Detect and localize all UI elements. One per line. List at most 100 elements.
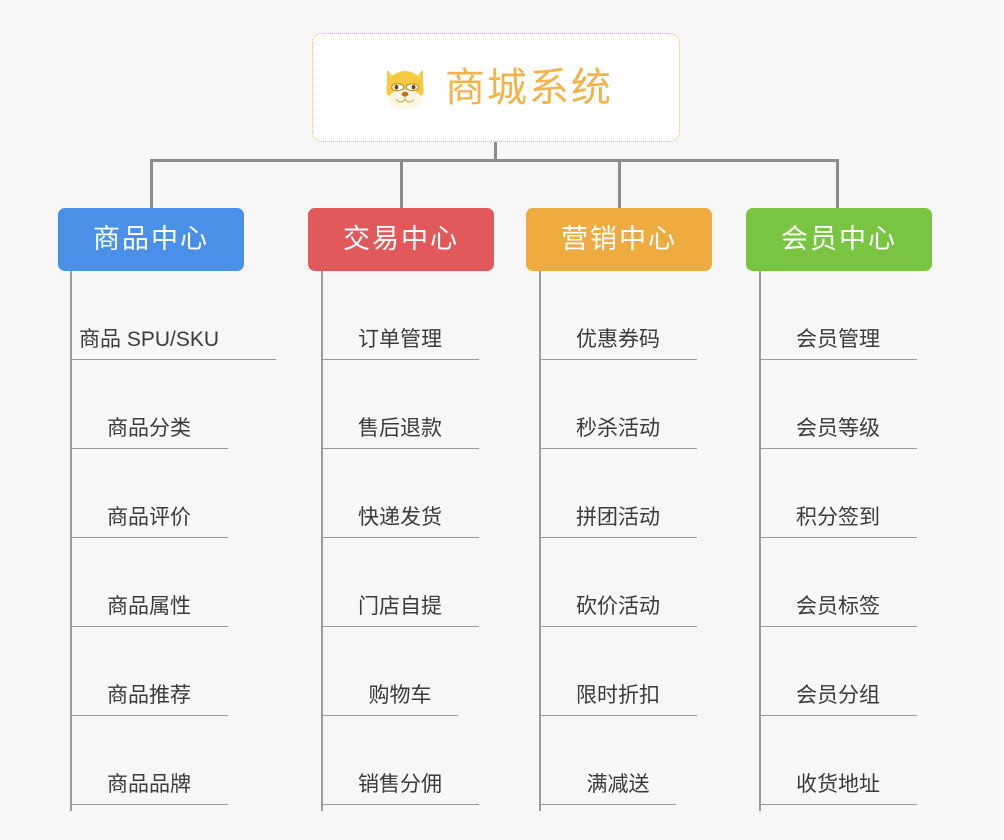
leaf-item[interactable]: 商品评价 (70, 449, 228, 538)
leaf-underline (539, 714, 697, 716)
leaf-underline (759, 447, 917, 449)
leaf-underline (539, 803, 676, 805)
category-label-2: 交易中心 (343, 224, 459, 254)
leaf-label: 会员标签 (796, 595, 880, 618)
leaf-item[interactable]: 购物车 (321, 627, 479, 716)
category-label-4: 会员中心 (781, 224, 897, 254)
category-header-2[interactable]: 交易中心 (308, 208, 494, 271)
leaf-item[interactable]: 收货地址 (759, 716, 917, 805)
leaf-item[interactable]: 砍价活动 (539, 538, 697, 627)
connector-branch-4 (836, 159, 839, 209)
leaf-list-3: 优惠券码 秒杀活动 拼团活动 砍价活动 限时折扣 满减送 (539, 271, 697, 805)
leaf-item[interactable]: 会员管理 (759, 271, 917, 360)
leaf-item[interactable]: 满减送 (539, 716, 697, 805)
connector-branch-3 (618, 159, 621, 209)
leaf-underline (759, 358, 917, 360)
leaf-underline (321, 803, 479, 805)
leaf-underline (539, 447, 697, 449)
leaf-label: 商品分类 (107, 417, 191, 440)
leaf-label: 快递发货 (358, 506, 442, 529)
branch-spine-2 (321, 271, 323, 811)
leaf-item[interactable]: 快递发货 (321, 449, 479, 538)
category-header-4[interactable]: 会员中心 (746, 208, 932, 271)
category-header-1[interactable]: 商品中心 (58, 208, 244, 271)
leaf-item[interactable]: 售后退款 (321, 360, 479, 449)
leaf-label: 积分签到 (796, 506, 880, 529)
leaf-underline (70, 714, 228, 716)
leaf-item[interactable]: 商品属性 (70, 538, 228, 627)
leaf-underline (759, 803, 917, 805)
leaf-underline (539, 536, 697, 538)
leaf-label: 拼团活动 (576, 506, 660, 529)
leaf-item[interactable]: 商品品牌 (70, 716, 228, 805)
leaf-label: 会员等级 (796, 417, 880, 440)
category-label-1: 商品中心 (93, 224, 209, 254)
leaf-label: 售后退款 (358, 417, 442, 440)
leaf-label: 会员分组 (796, 684, 880, 707)
leaf-label: 门店自提 (358, 595, 442, 618)
leaf-item[interactable]: 优惠券码 (539, 271, 697, 360)
leaf-underline (321, 536, 479, 538)
root-node-content: 商城系统 (379, 62, 613, 114)
leaf-list-2: 订单管理 售后退款 快递发货 门店自提 购物车 销售分佣 (321, 271, 479, 805)
leaf-item[interactable]: 商品 SPU/SKU (70, 271, 276, 360)
leaf-label: 优惠券码 (576, 328, 660, 351)
shiba-dog-face-icon (386, 69, 424, 109)
leaf-label: 商品属性 (107, 595, 191, 618)
connector-branch-1 (150, 159, 153, 209)
branch-spine-1 (70, 271, 72, 811)
leaf-underline (539, 625, 697, 627)
branch-column-2: 交易中心 (308, 208, 494, 271)
leaf-underline (70, 447, 228, 449)
connector-branch-2 (400, 159, 403, 209)
leaf-label: 秒杀活动 (576, 417, 660, 440)
leaf-underline (759, 625, 917, 627)
branch-column-1: 商品中心 (58, 208, 244, 271)
leaf-underline (321, 625, 479, 627)
connector-root-stem (494, 142, 497, 162)
leaf-item[interactable]: 商品推荐 (70, 627, 228, 716)
leaf-label: 购物车 (368, 684, 432, 707)
leaf-item[interactable]: 订单管理 (321, 271, 479, 360)
leaf-underline (70, 625, 228, 627)
leaf-item[interactable]: 商品分类 (70, 360, 228, 449)
leaf-item[interactable]: 会员标签 (759, 538, 917, 627)
leaf-underline (759, 714, 917, 716)
leaf-label: 限时折扣 (576, 684, 660, 707)
leaf-item[interactable]: 秒杀活动 (539, 360, 697, 449)
leaf-underline (321, 714, 458, 716)
branch-spine-3 (539, 271, 541, 811)
leaf-item[interactable]: 门店自提 (321, 538, 479, 627)
leaf-label: 商品评价 (107, 506, 191, 529)
leaf-label: 收货地址 (796, 773, 880, 796)
leaf-underline (70, 536, 228, 538)
leaf-item[interactable]: 会员分组 (759, 627, 917, 716)
leaf-label: 订单管理 (358, 328, 442, 351)
leaf-underline (759, 536, 917, 538)
leaf-underline (321, 358, 479, 360)
leaf-underline (321, 447, 479, 449)
leaf-label: 砍价活动 (576, 595, 660, 618)
leaf-label: 满减送 (586, 773, 650, 796)
leaf-list-1: 商品 SPU/SKU 商品分类 商品评价 商品属性 商品推荐 商品品牌 (70, 271, 276, 805)
branch-column-4: 会员中心 (746, 208, 932, 271)
root-node[interactable]: 商城系统 (312, 33, 680, 142)
leaf-item[interactable]: 积分签到 (759, 449, 917, 538)
leaf-label: 商品推荐 (107, 684, 191, 707)
leaf-item[interactable]: 限时折扣 (539, 627, 697, 716)
leaf-underline (70, 358, 276, 360)
category-label-3: 营销中心 (561, 224, 677, 254)
branch-column-3: 营销中心 (526, 208, 712, 271)
leaf-item[interactable]: 销售分佣 (321, 716, 479, 805)
branch-spine-4 (759, 271, 761, 811)
leaf-item[interactable]: 拼团活动 (539, 449, 697, 538)
category-header-3[interactable]: 营销中心 (526, 208, 712, 271)
leaf-underline (539, 358, 697, 360)
connector-horizontal-bus (150, 159, 839, 162)
leaf-underline (70, 803, 228, 805)
leaf-item[interactable]: 会员等级 (759, 360, 917, 449)
leaf-label: 会员管理 (796, 328, 880, 351)
leaf-label: 商品品牌 (107, 773, 191, 796)
leaf-label: 商品 SPU/SKU (78, 328, 220, 351)
